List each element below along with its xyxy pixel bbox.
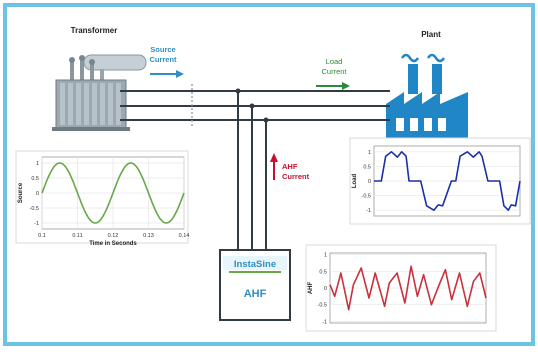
- source-current-arrow: [150, 70, 184, 78]
- ahf-current-arrow: [270, 153, 278, 180]
- junction-dot: [235, 88, 241, 94]
- y-tick-label: -1: [34, 221, 39, 227]
- x-tick-label: 0.14: [179, 233, 190, 239]
- source-current-label-line1: Source: [150, 45, 175, 54]
- factory-icon: [386, 53, 468, 138]
- y-tick-label: 1: [368, 150, 371, 156]
- y-tick-label: 1: [324, 253, 327, 259]
- ahf-unit-label: AHF: [244, 288, 267, 300]
- y-axis-label: Source: [18, 182, 24, 203]
- ahf-current-label-line1: AHF: [282, 162, 298, 171]
- series-line: [41, 162, 185, 224]
- x-axis-label: Time in Seconds: [89, 241, 137, 247]
- y-tick-label: -1: [322, 319, 327, 325]
- y-tick-label: -0.5: [362, 194, 371, 200]
- y-axis-label: AHF: [308, 282, 314, 295]
- y-tick-label: 0.5: [319, 269, 327, 275]
- ahf-brand-label: InstaSine: [234, 259, 276, 270]
- plant-label: Plant: [421, 30, 441, 39]
- load-current-chart: 1 0.5 0 -0.5 -1 Load: [349, 137, 531, 225]
- source-current-label-line2: Current: [149, 55, 177, 64]
- transformer-icon: [52, 54, 147, 131]
- ahf-brand-badge: [223, 256, 287, 270]
- series-line: [329, 265, 487, 311]
- y-tick-label: -0.5: [318, 303, 327, 309]
- ahf-unit: InstaSine AHF: [219, 249, 291, 321]
- x-tick-label: 0.11: [72, 233, 82, 239]
- y-tick-label: 0: [324, 286, 327, 292]
- y-tick-label: 0: [368, 179, 371, 185]
- x-tick-label: 0.13: [143, 233, 154, 239]
- y-axis-label: Load: [352, 174, 358, 189]
- y-tick-label: -1: [366, 208, 371, 214]
- y-tick-label: 0: [36, 191, 39, 197]
- x-tick-label: 0.12: [108, 233, 119, 239]
- ahf-current-chart: 1 0.5 0 -0.5 -1 AHF: [305, 244, 497, 332]
- power-lines: [120, 90, 390, 121]
- x-tick-label: 0.1: [38, 233, 46, 239]
- y-tick-label: 0.5: [31, 176, 39, 182]
- ahf-feed-lines: [237, 91, 267, 252]
- load-current-arrow: [316, 82, 350, 90]
- y-tick-label: 0.5: [363, 164, 371, 170]
- y-tick-label: 1: [36, 161, 39, 167]
- junction-dot: [249, 103, 255, 109]
- load-current-label-line2: Current: [321, 67, 347, 76]
- transformer-label: Transformer: [71, 26, 118, 35]
- load-current-label-line1: Load: [326, 57, 343, 66]
- series-line: [374, 151, 521, 211]
- ahf-current-label-line2: Current: [282, 172, 310, 181]
- y-tick-label: -0.5: [30, 206, 39, 212]
- junction-dot: [263, 117, 269, 123]
